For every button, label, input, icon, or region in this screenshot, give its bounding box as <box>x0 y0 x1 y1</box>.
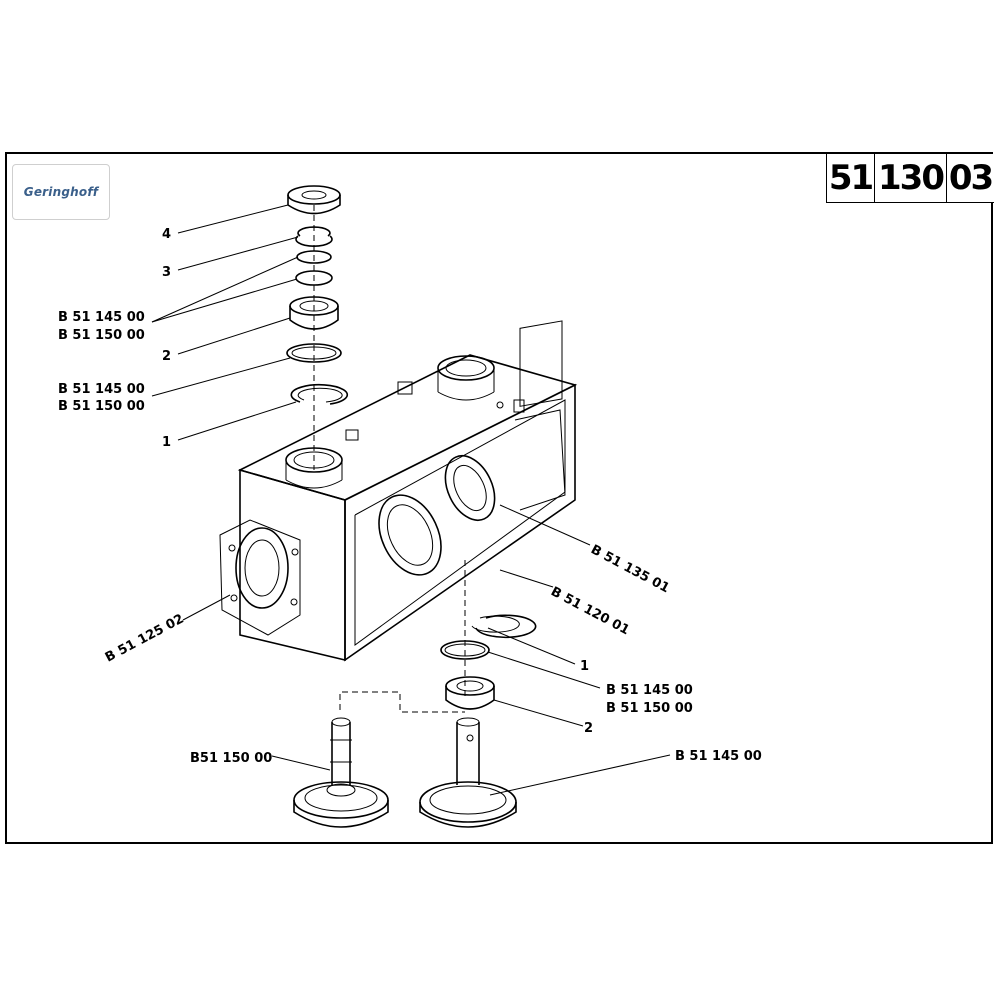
top-shim-ring-b <box>295 270 333 286</box>
top-part-2-bearing <box>289 296 339 330</box>
label-bottom-seal-2: B 51 150 00 <box>606 701 693 716</box>
sheet-number-page: 130 <box>875 154 947 202</box>
shaft-left <box>293 717 389 828</box>
top-part-1-circlip <box>290 383 349 405</box>
label-bottom-1: 1 <box>580 659 589 674</box>
top-spacer-ring <box>286 343 342 363</box>
label-housing-right-a: B 51 135 01 <box>588 542 672 596</box>
label-top-4: 4 <box>162 227 171 242</box>
drawing-frame <box>5 152 993 844</box>
leader-lines <box>151 204 671 796</box>
top-part-4-seal-cap <box>287 185 341 215</box>
label-top-seal-a2: B 51 150 00 <box>58 328 145 343</box>
logo-text: Geringhoff <box>23 185 99 199</box>
label-bottom-2: 2 <box>584 721 593 736</box>
top-part-3-circlip <box>295 226 333 247</box>
bottom-part-2-bearing <box>445 676 495 710</box>
bottom-shim-ring <box>440 640 490 660</box>
label-top-1: 1 <box>162 435 171 450</box>
label-top-seal-b1: B 51 145 00 <box>58 382 145 397</box>
bottom-part-1-circlip <box>471 614 537 639</box>
label-top-2: 2 <box>162 349 171 364</box>
label-shaft-right: B 51 145 00 <box>675 749 762 764</box>
sheet-number-sub: 03 <box>948 158 994 198</box>
label-top-seal-b2: B 51 150 00 <box>58 399 145 414</box>
sheet-number-block: 51 130 03 <box>826 154 994 203</box>
gear-housing <box>219 320 578 662</box>
label-housing-right-b: B 51 120 01 <box>548 584 632 638</box>
label-top-seal-a1: B 51 145 00 <box>58 310 145 325</box>
shaft-route-line <box>339 691 465 713</box>
label-housing-left: B 51 125 02 <box>103 612 187 666</box>
label-shaft-left: B51 150 00 <box>190 751 272 766</box>
shaft-right <box>419 717 517 828</box>
geringhoff-logo: Geringhoff <box>12 164 110 220</box>
sheet-number-group: 51 <box>827 154 875 202</box>
label-bottom-seal-1: B 51 145 00 <box>606 683 693 698</box>
label-top-3: 3 <box>162 265 171 280</box>
